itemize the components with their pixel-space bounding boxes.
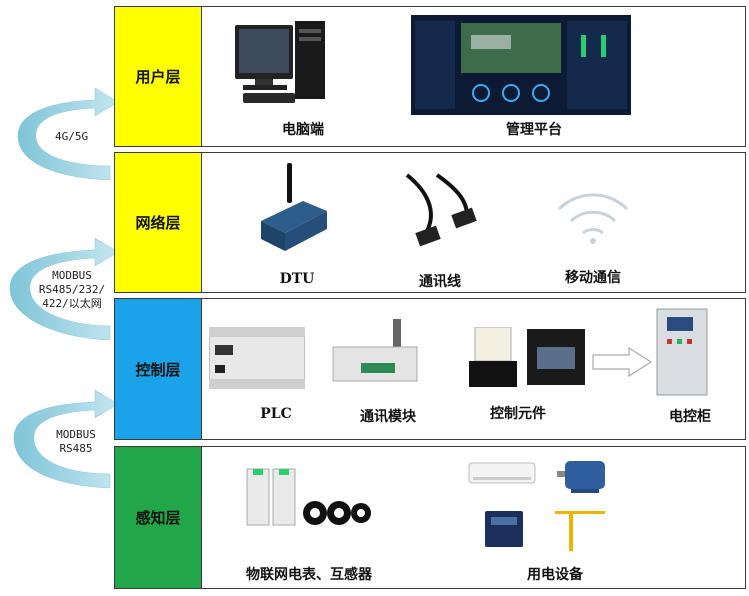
layer-sensing: 感知层 物联网电表、互感器 用电设备	[114, 446, 746, 589]
smart-meter-icon	[246, 468, 296, 526]
welder-icon	[485, 511, 523, 547]
item-equipment: 用电设备	[527, 567, 583, 583]
protocol-4g: 4G/5G	[55, 130, 89, 143]
item-mobile: 移动通信	[565, 270, 621, 286]
motor-icon	[557, 461, 605, 493]
layer-label-user: 用户层	[115, 7, 202, 146]
curved-arrows	[9, 87, 115, 489]
layer-label-control: 控制层	[115, 299, 202, 439]
arrow-right-icon	[592, 347, 653, 377]
plc-module-icon	[209, 327, 305, 389]
item-platform: 管理平台	[506, 122, 562, 138]
layer-label-sensing: 感知层	[115, 447, 202, 588]
layer-label-network: 网络层	[115, 153, 202, 292]
layer-control: 控制层 PLC 通讯模块 控制元件 电控柜	[114, 298, 746, 440]
item-meter: 物联网电表、互感器	[246, 567, 372, 583]
serial-cable-icon	[405, 173, 477, 247]
relay-icon	[469, 327, 517, 387]
item-comm-module: 通讯模块	[360, 409, 416, 425]
comm-module-icon	[332, 319, 418, 382]
current-transformer-icon	[303, 501, 371, 525]
item-cabinet: 电控柜	[669, 409, 711, 425]
item-cable: 通讯线	[419, 274, 461, 290]
control-cabinet-icon	[656, 308, 708, 396]
wireless-signal-icon	[557, 193, 629, 244]
dashboard-screen-icon	[411, 15, 631, 115]
item-plc: PLC	[260, 406, 292, 422]
layer-user: 用户层 电脑端 管理平台	[114, 6, 746, 147]
dtu-router-icon	[261, 163, 327, 251]
layer-network: 网络层 DTU 通讯线 移动通信	[114, 152, 746, 293]
item-control-parts: 控制元件	[490, 406, 546, 422]
item-desktop: 电脑端	[282, 122, 324, 138]
air-conditioner-icon	[468, 462, 536, 484]
contactor-icon	[527, 329, 585, 385]
arrow-modbus-1	[9, 237, 115, 341]
item-dtu: DTU	[279, 271, 315, 287]
arrow-4g	[17, 87, 115, 181]
tower-crane-icon	[555, 511, 605, 551]
desktop-computer-icon	[235, 21, 325, 103]
